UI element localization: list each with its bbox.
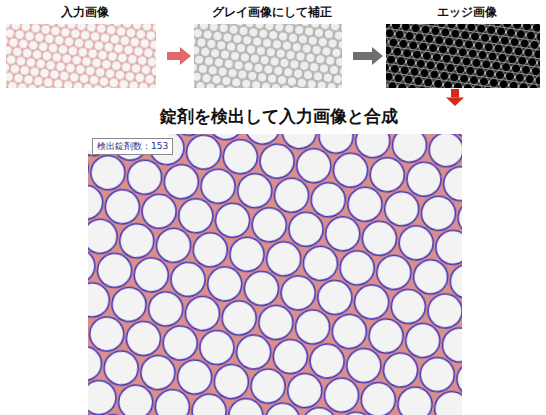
panel-heading: 錠剤を検出して入力画像と合成 bbox=[88, 106, 470, 127]
panel-heading: エッジ画像 bbox=[386, 4, 546, 20]
panel-heading: グレイ画像にして補正 bbox=[194, 4, 350, 20]
block-arrow bbox=[446, 89, 464, 106]
arrow-shaft bbox=[167, 52, 180, 60]
arrow-head bbox=[180, 47, 191, 65]
image-panel: 入力画像 bbox=[6, 4, 164, 88]
arrow-shaft bbox=[451, 89, 459, 98]
arrow-shaft bbox=[353, 52, 372, 60]
edge-image bbox=[386, 24, 540, 88]
block-arrow bbox=[353, 47, 383, 65]
gray-image bbox=[194, 24, 342, 88]
input-image bbox=[6, 24, 156, 88]
image-panel: エッジ画像 bbox=[386, 4, 546, 88]
image-panel: グレイ画像にして補正 bbox=[194, 4, 350, 88]
count-label: 検出錠剤数：153 bbox=[92, 138, 173, 155]
panel-heading: 入力画像 bbox=[6, 4, 164, 20]
arrow-head bbox=[372, 47, 383, 65]
arrow-head bbox=[446, 98, 464, 107]
result-image bbox=[88, 134, 462, 415]
result-panel: 錠剤を検出して入力画像と合成検出錠剤数：153 bbox=[88, 106, 470, 415]
block-arrow bbox=[167, 47, 191, 65]
